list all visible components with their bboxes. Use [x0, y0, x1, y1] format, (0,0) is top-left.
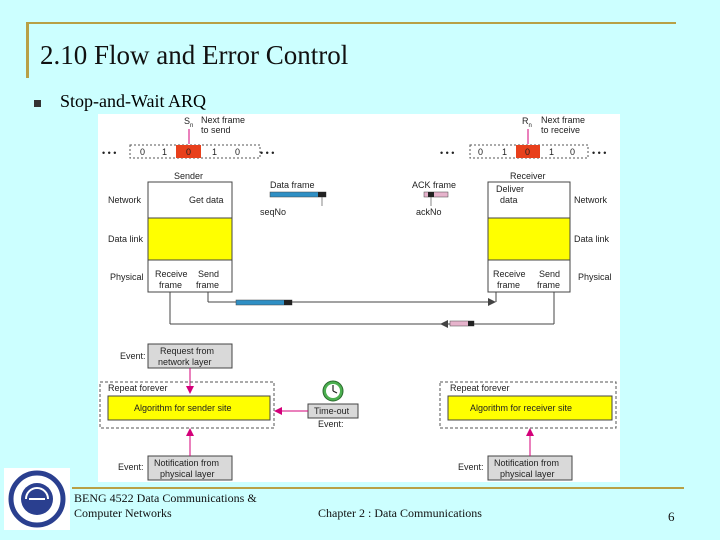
receiver-notification-box — [487, 455, 573, 481]
receiver-notification-arrow-icon — [526, 428, 534, 436]
slide-title: 2.10 Flow and Error Control — [40, 40, 349, 70]
data-frame-icon — [269, 191, 327, 198]
ack-frame-icon — [423, 191, 449, 198]
footer-chapter: Chapter 2 : Data Communications — [318, 506, 482, 520]
title-rule-horizontal — [26, 22, 676, 24]
data-frame-seq-cell — [318, 192, 326, 197]
layer-left-datalink: Data link — [108, 234, 144, 244]
sender-get-data: Get data — [189, 195, 224, 205]
receiver-send-1: Send — [539, 269, 560, 279]
layer-right-physical: Physical — [578, 272, 612, 282]
sender-ellipsis-left: • • • — [102, 148, 116, 158]
page-number: 6 — [668, 509, 675, 524]
sender-window-highlight — [176, 145, 201, 158]
sender-repeat-frame — [99, 381, 275, 429]
sender-algorithm-label: Algorithm for sender site — [134, 403, 232, 413]
footer-rule — [72, 487, 684, 489]
footer-course: BENG 4522 Data Communications & Computer… — [74, 491, 257, 521]
ackno-label: ackNo — [416, 207, 442, 217]
logo-bar — [29, 498, 45, 500]
sender-cell-1: 1 — [162, 147, 167, 157]
university-logo-icon — [4, 468, 70, 530]
diagram-background — [98, 114, 620, 482]
receiver-notification-2: physical layer — [500, 469, 555, 479]
sender-repeat-forever: Repeat forever — [108, 383, 168, 393]
bullet-square-icon — [34, 100, 41, 107]
receiver-repeat-forever: Repeat forever — [450, 383, 510, 393]
receiver-title: Receiver — [510, 171, 546, 181]
receiver-window-label-1: Next frame — [541, 115, 585, 125]
receiver-cell-3: 1 — [549, 147, 554, 157]
request-box — [147, 343, 233, 369]
sender-cell-3: 1 — [212, 147, 217, 157]
receiver-ellipsis-left: • • • — [440, 148, 454, 158]
forward-arrow-icon — [488, 298, 496, 306]
layer-right-network: Network — [574, 195, 608, 205]
ack-frame-no-cell — [428, 192, 434, 197]
footer-course-line-1: BENG 4522 Data Communications & — [74, 491, 257, 505]
sender-cell-2: 0 — [186, 147, 191, 157]
sender-var: Sn — [184, 116, 193, 129]
receiver-receive-2: frame — [497, 280, 520, 290]
receiver-deliver-2: data — [500, 195, 518, 205]
event-label-receiver-notification: Event: — [458, 462, 484, 472]
clock-hand-2 — [332, 390, 338, 394]
sender-receive-2: frame — [159, 280, 182, 290]
sender-notification-1: Notification from — [154, 458, 219, 468]
receiver-repeat-frame — [439, 381, 617, 429]
sender-window-label-2: to send — [201, 125, 231, 135]
receiver-algorithm-box — [447, 395, 613, 421]
sender-send-2: frame — [196, 280, 219, 290]
receiver-window-highlight — [516, 145, 540, 158]
request-arrow-icon — [186, 386, 194, 394]
sender-datalink-band — [147, 217, 233, 261]
in-transit-ack-cell — [468, 321, 474, 326]
receiver-algorithm-label: Algorithm for receiver site — [470, 403, 572, 413]
sender-notification-2: physical layer — [160, 469, 215, 479]
receiver-cell-1: 1 — [502, 147, 507, 157]
timeout-arrow-icon — [274, 407, 282, 415]
sender-cell-4: 0 — [235, 147, 240, 157]
request-line-1: Request from — [160, 346, 214, 356]
data-frame-label: Data frame — [270, 180, 315, 190]
sender-cell-0: 0 — [140, 147, 145, 157]
sender-receive-1: Receive — [155, 269, 188, 279]
layer-right-datalink: Data link — [574, 234, 610, 244]
receiver-cell-2: 0 — [525, 147, 530, 157]
layer-left-physical: Physical — [110, 272, 144, 282]
receiver-cell-4: 0 — [570, 147, 575, 157]
receiver-cell-0: 0 — [478, 147, 483, 157]
timeout-label: Time-out — [314, 406, 350, 416]
sender-notification-arrow-icon — [186, 428, 194, 436]
ack-frame-label: ACK frame — [412, 180, 456, 190]
receiver-send-2: frame — [537, 280, 560, 290]
in-transit-seq-cell — [284, 300, 292, 305]
sender-send-1: Send — [198, 269, 219, 279]
sender-algorithm-box — [107, 395, 271, 421]
receiver-notification-1: Notification from — [494, 458, 559, 468]
logo-arc — [25, 487, 49, 500]
receiver-datalink-band — [487, 217, 571, 261]
receiver-window-label-2: to receive — [541, 125, 580, 135]
receiver-receive-1: Receive — [493, 269, 526, 279]
receiver-var: Rn — [522, 116, 532, 129]
stop-and-wait-diagram: Sn Next frame to send • • • 0 1 0 1 0 • … — [98, 114, 620, 482]
event-label-timeout: Event: — [318, 419, 344, 429]
receiver-ellipsis-right: • • • — [592, 148, 606, 158]
event-label-sender-notification: Event: — [118, 462, 144, 472]
sender-window-label-1: Next frame — [201, 115, 245, 125]
return-arrow-icon — [440, 320, 448, 328]
layer-left-network: Network — [108, 195, 142, 205]
sender-title: Sender — [174, 171, 203, 181]
footer-course-line-2: Computer Networks — [74, 506, 172, 520]
in-transit-data-frame — [235, 299, 293, 306]
bullet-text: Stop-and-Wait ARQ — [60, 91, 207, 111]
seqno-label: seqNo — [260, 207, 286, 217]
request-line-2: network layer — [158, 357, 212, 367]
title-rule-vertical — [26, 22, 29, 78]
sender-ellipsis-right: • • • — [260, 148, 274, 158]
receiver-deliver-1: Deliver — [496, 184, 524, 194]
event-label-request: Event: — [120, 351, 146, 361]
